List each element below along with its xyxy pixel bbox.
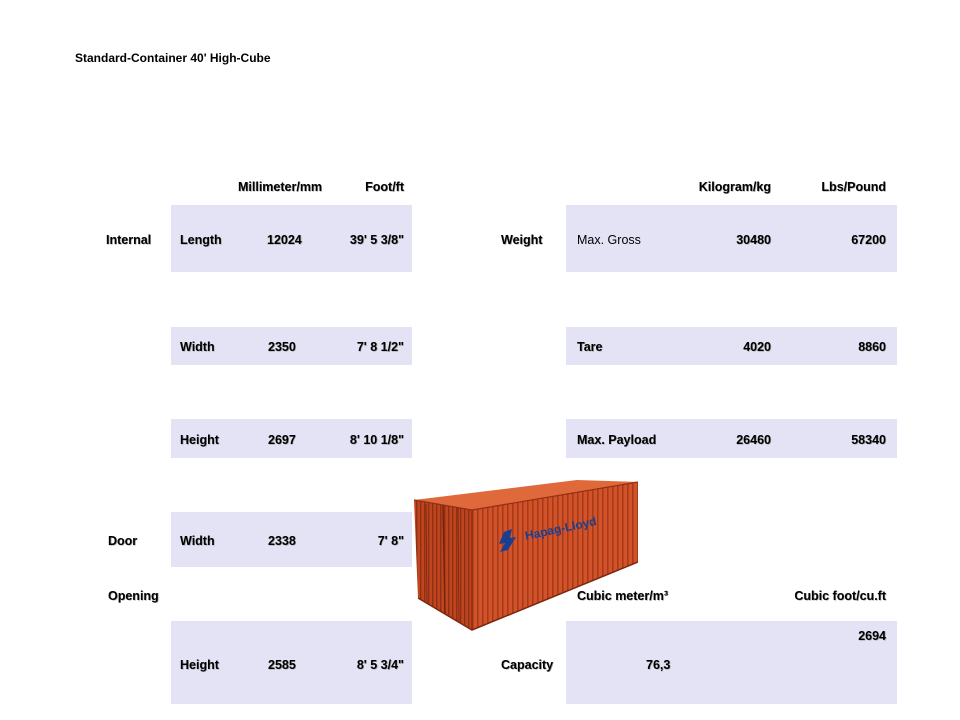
- label-capacity: Capacity: [501, 658, 554, 672]
- weight-max-payload-label: Max. Payload: [577, 433, 657, 447]
- dim-length-label: Length: [180, 233, 222, 247]
- band-max-payload: [566, 419, 897, 458]
- container-image: Hapag-Lloyd: [413, 480, 638, 631]
- weight-max-gross-lbs: 67200: [851, 233, 886, 247]
- weight-max-payload-kg: 26460: [736, 433, 771, 447]
- header-lbs: Lbs/Pound: [821, 180, 886, 194]
- header-millimeter: Millimeter/mm: [238, 180, 323, 194]
- dim-width-label: Width: [180, 340, 215, 354]
- weight-tare-label: Tare: [577, 340, 603, 354]
- dim-height-mm: 2697: [268, 433, 296, 447]
- header-foot: Foot/ft: [365, 180, 404, 194]
- door-width-label: Width: [180, 534, 215, 548]
- weight-max-gross-kg: 30480: [736, 233, 771, 247]
- door-width-ft: 7' 8": [377, 534, 404, 548]
- dim-height-ft: 8' 10 1/8": [349, 433, 404, 447]
- dim-height-label: Height: [180, 433, 219, 447]
- capacity-m3: 76,3: [646, 658, 671, 672]
- band-capacity: [566, 621, 897, 704]
- header-kilogram: Kilogram/kg: [698, 180, 771, 194]
- door-height-mm: 2585: [268, 658, 296, 672]
- weight-tare-kg: 4020: [743, 340, 771, 354]
- weight-tare-lbs: 8860: [858, 340, 886, 354]
- band-tare: [566, 327, 897, 365]
- band-max-gross: [566, 205, 897, 272]
- label-internal: Internal: [106, 233, 152, 247]
- door-width-mm: 2338: [268, 534, 296, 548]
- band-width: [171, 327, 412, 365]
- dim-width-mm: 2350: [268, 340, 296, 354]
- dim-width-ft: 7' 8 1/2": [356, 340, 404, 354]
- capacity-cuft: 2694: [858, 629, 886, 643]
- door-height-ft: 8' 5 3/4": [356, 658, 404, 672]
- label-weight: Weight: [501, 233, 543, 247]
- header-cubic-foot: Cubic foot/cu.ft: [794, 589, 886, 603]
- band-length: [171, 205, 412, 272]
- band-height: [171, 419, 412, 458]
- weight-max-payload-lbs: 58340: [851, 433, 886, 447]
- dim-length-mm: 12024: [267, 233, 302, 247]
- page-title: Standard-Container 40' High-Cube: [75, 51, 271, 65]
- band-door-height: [171, 621, 412, 704]
- dim-length-ft: 39' 5 3/8": [349, 233, 404, 247]
- door-height-label: Height: [180, 658, 219, 672]
- weight-max-gross-label: Max. Gross: [577, 233, 641, 247]
- label-door: Door: [108, 534, 138, 548]
- label-opening: Opening: [108, 589, 159, 603]
- header-cubic-meter: Cubic meter/m³: [577, 589, 668, 603]
- band-door-width: [171, 512, 412, 567]
